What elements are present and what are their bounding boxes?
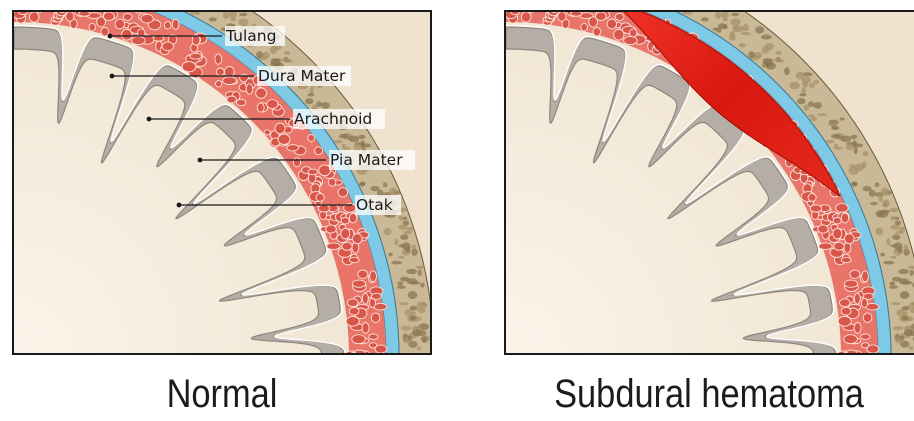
label-pia-mater: Pia Mater [330, 151, 403, 169]
label-arachnoid: Arachnoid [294, 110, 372, 128]
label-dura-mater: Dura Mater [258, 67, 346, 85]
normal-meninges-illustration: Tulang Dura Mater Arachnoid Pia Mater Ot… [14, 12, 432, 355]
label-bone: Tulang [225, 27, 276, 45]
label-brain: Otak [356, 196, 393, 214]
subdural-hematoma-illustration [506, 12, 914, 355]
subdural-hematoma-diagram-panel [504, 10, 914, 355]
caption-normal: Normal [41, 372, 402, 417]
caption-subdural-hematoma: Subdural hematoma [533, 372, 886, 417]
normal-diagram-panel: Tulang Dura Mater Arachnoid Pia Mater Ot… [12, 10, 432, 355]
